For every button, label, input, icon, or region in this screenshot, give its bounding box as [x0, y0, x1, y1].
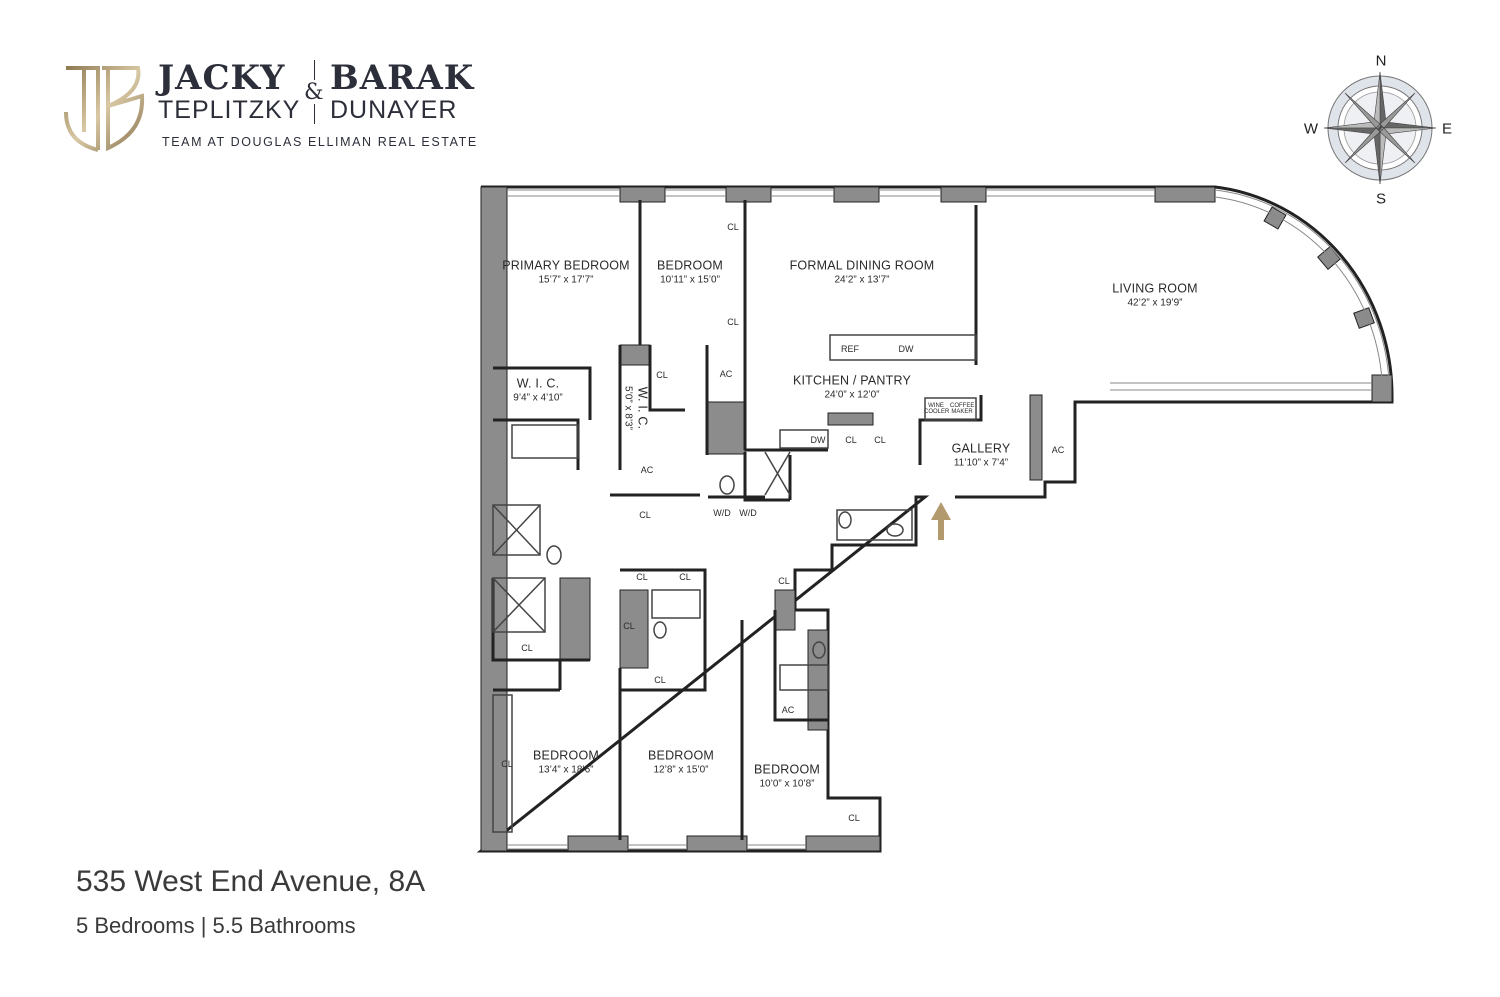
compass-south-label: S [1375, 190, 1387, 208]
room-dimensions: 15’7” x 17’7” [538, 274, 594, 286]
closet-label: CL [727, 317, 739, 327]
ac-label: AC [719, 369, 733, 379]
compass-west-label: W [1303, 120, 1319, 138]
logo: JACKY TEPLITZKY & BARAK DUNAYER TEAM AT … [60, 58, 480, 158]
logo-divider [314, 60, 315, 80]
coffee-maker-label: COFFEE MAKER [950, 403, 975, 415]
dishwasher-label: DW [810, 435, 826, 445]
logo-tagline: TEAM AT DOUGLAS ELLIMAN REAL ESTATE [162, 135, 478, 149]
compass-north-label: N [1375, 52, 1387, 70]
closet-label: CL [636, 572, 648, 582]
room-dimensions: 10’0” x 10’8” [759, 778, 815, 790]
logo-name-dunayer: DUNAYER [330, 96, 458, 124]
room-name: KITCHEN / PANTRY [792, 373, 912, 388]
ac-label: AC [640, 465, 654, 475]
compass: N S E W [0, 0, 1500, 220]
refrigerator-label: REF [841, 344, 859, 354]
wine-cooler-label: WINE COOLER [924, 403, 950, 415]
closet-label: CL [727, 222, 739, 232]
room-dimensions: 5’0” x 8’3” [622, 386, 634, 430]
closet-label: CL [639, 510, 651, 520]
room-name: W. I. C. [516, 376, 560, 391]
room-dimensions: 12’8” x 15’0” [653, 764, 709, 776]
ac-label: AC [781, 705, 795, 715]
logo-ampersand: & [304, 80, 324, 105]
compass-rose-icon [1323, 71, 1437, 185]
room-wic-primary: W. I. C.9’4” x 4’10” [513, 377, 562, 404]
closet-label: CL [501, 759, 513, 769]
room-dimensions: 9’4” x 4’10” [513, 392, 563, 404]
listing-summary: 5 Bedrooms | 5.5 Bathrooms [76, 913, 356, 938]
room-name: BEDROOM [754, 762, 820, 777]
room-name: FORMAL DINING ROOM [789, 258, 935, 273]
closet-label: CL [778, 576, 790, 586]
logo-name-teplitzky: TEPLITZKY [158, 96, 301, 124]
closet-label: CL [656, 370, 668, 380]
room-name: LIVING ROOM [1112, 281, 1198, 296]
dishwasher-label: DW [898, 344, 914, 354]
closet-label: CL [679, 572, 691, 582]
closet-label: CL [848, 813, 860, 823]
room-dimensions: 24’2” x 13’7” [834, 274, 890, 286]
room-dimensions: 10’11” x 15’0” [660, 274, 720, 286]
logo-divider [314, 104, 315, 124]
room-name: PRIMARY BEDROOM [502, 258, 630, 273]
room-dimensions: 13’4” x 18’6” [538, 764, 594, 776]
entry-arrow-icon [931, 502, 951, 540]
room-name: BEDROOM [657, 258, 723, 273]
room-dimensions: 24’0” x 12’0” [824, 389, 880, 401]
logo-name-jacky: JACKY [158, 58, 286, 98]
monogram-logo-icon [64, 66, 145, 152]
compass-east-label: E [1441, 120, 1453, 138]
closet-label: CL [521, 643, 533, 653]
listing-address: 535 West End Avenue, 8A [76, 865, 426, 898]
room-dimensions: 42’2” x 19’9” [1127, 297, 1183, 309]
closet-label: CL [874, 435, 886, 445]
washer-dryer-label: W/D [739, 508, 757, 518]
closet-label: CL [845, 435, 857, 445]
closet-label: CL [654, 675, 666, 685]
room-name: GALLERY [951, 441, 1011, 456]
closet-label: CL [623, 621, 635, 631]
room-name: BEDROOM [648, 748, 714, 763]
ac-label: AC [1051, 445, 1065, 455]
room-name: W. I. C. [635, 386, 650, 430]
logo-name-barak: BARAK [330, 58, 475, 98]
washer-dryer-label: W/D [713, 508, 731, 518]
room-wic-2: W. I. C.5’0” x 8’3” [623, 386, 650, 430]
room-dimensions: 11’10” x 7’4” [953, 457, 1009, 469]
room-name: BEDROOM [533, 748, 599, 763]
